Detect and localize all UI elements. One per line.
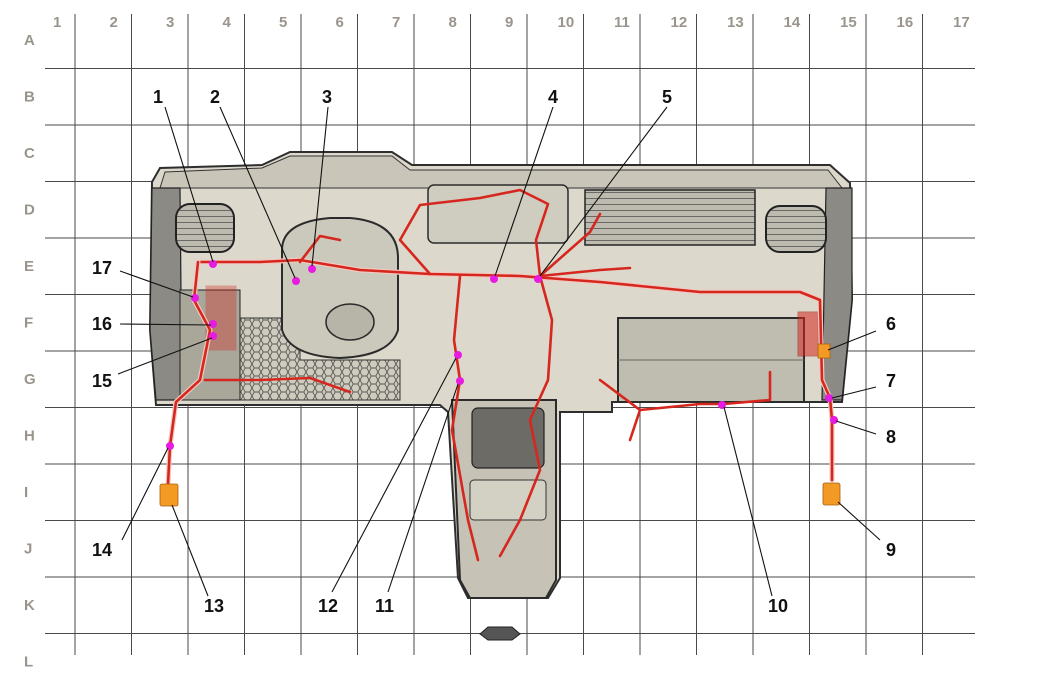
column-label-16: 16 — [897, 14, 914, 31]
connector-4 — [490, 275, 498, 283]
column-label-13: 13 — [727, 14, 744, 31]
connector-1 — [209, 260, 217, 268]
column-label-6: 6 — [336, 14, 344, 31]
connector-13 — [159, 483, 179, 507]
row-label-G: G — [24, 371, 36, 388]
callout-17: 17 — [92, 258, 112, 278]
column-label-8: 8 — [449, 14, 457, 31]
row-label-J: J — [24, 541, 32, 558]
column-label-17: 17 — [953, 14, 970, 31]
callout-6: 6 — [886, 314, 896, 334]
connectors — [159, 260, 841, 507]
row-label-I: I — [24, 484, 28, 501]
column-label-11: 11 — [614, 14, 630, 31]
callout-4: 4 — [548, 87, 558, 107]
column-label-14: 14 — [784, 14, 801, 31]
connector-7 — [825, 394, 833, 402]
left-air-vent — [175, 203, 235, 253]
center-air-vents — [584, 189, 756, 246]
column-label-3: 3 — [166, 14, 174, 31]
column-label-9: 9 — [505, 14, 513, 31]
front-direction-arrow-icon — [479, 626, 521, 641]
callout-numbers: 1 2 3 4 5 6 7 8 9 10 11 12 13 14 15 16 1… — [92, 87, 896, 616]
connector-17 — [191, 294, 199, 302]
leader-lines — [117, 106, 881, 597]
callout-8: 8 — [886, 427, 896, 447]
connector-8 — [830, 416, 838, 424]
callout-15: 15 — [92, 371, 112, 391]
column-label-5: 5 — [279, 14, 287, 31]
row-label-D: D — [24, 202, 35, 219]
row-label-L: L — [24, 654, 33, 671]
column-label-1: 1 — [53, 14, 61, 31]
callout-1: 1 — [153, 87, 163, 107]
console-tray — [469, 479, 547, 521]
callout-2: 2 — [210, 87, 220, 107]
callout-12: 12 — [318, 596, 338, 616]
callout-13: 13 — [204, 596, 224, 616]
right-fuse-box — [797, 311, 819, 357]
dashboard-illustration — [148, 151, 854, 641]
row-label-H: H — [24, 428, 35, 445]
steering-column — [325, 303, 375, 341]
callout-10: 10 — [768, 596, 788, 616]
grid-row-labels: A B C D E F G H I J K L — [24, 32, 36, 671]
callout-9: 9 — [886, 540, 896, 560]
connector-10 — [718, 401, 726, 409]
row-label-E: E — [24, 258, 34, 275]
column-label-12: 12 — [671, 14, 688, 31]
connector-16 — [209, 320, 217, 328]
connector-3 — [308, 265, 316, 273]
column-label-2: 2 — [110, 14, 118, 31]
row-label-C: C — [24, 145, 35, 162]
connector-9 — [822, 482, 841, 506]
callout-5: 5 — [662, 87, 672, 107]
left-fuse-box — [205, 285, 237, 351]
callout-16: 16 — [92, 314, 112, 334]
connector-12 — [454, 351, 462, 359]
connector-2 — [292, 277, 300, 285]
left-lower-bracket — [179, 289, 241, 401]
connector-6 — [817, 343, 831, 359]
dashboard-top-panel — [159, 155, 844, 189]
callout-7: 7 — [886, 371, 896, 391]
row-label-B: B — [24, 89, 35, 106]
right-air-vent — [765, 205, 827, 253]
column-label-4: 4 — [223, 14, 232, 31]
callout-14: 14 — [92, 540, 112, 560]
callout-3: 3 — [322, 87, 332, 107]
row-label-A: A — [24, 32, 35, 49]
connector-5 — [534, 275, 542, 283]
column-label-7: 7 — [392, 14, 400, 31]
left-side-frame — [149, 187, 183, 401]
row-label-F: F — [24, 315, 33, 332]
callout-11: 11 — [375, 596, 394, 616]
column-label-15: 15 — [840, 14, 857, 31]
connector-11 — [456, 377, 464, 385]
row-label-K: K — [24, 597, 35, 614]
console-cupholder — [471, 407, 545, 469]
column-label-10: 10 — [558, 14, 575, 31]
